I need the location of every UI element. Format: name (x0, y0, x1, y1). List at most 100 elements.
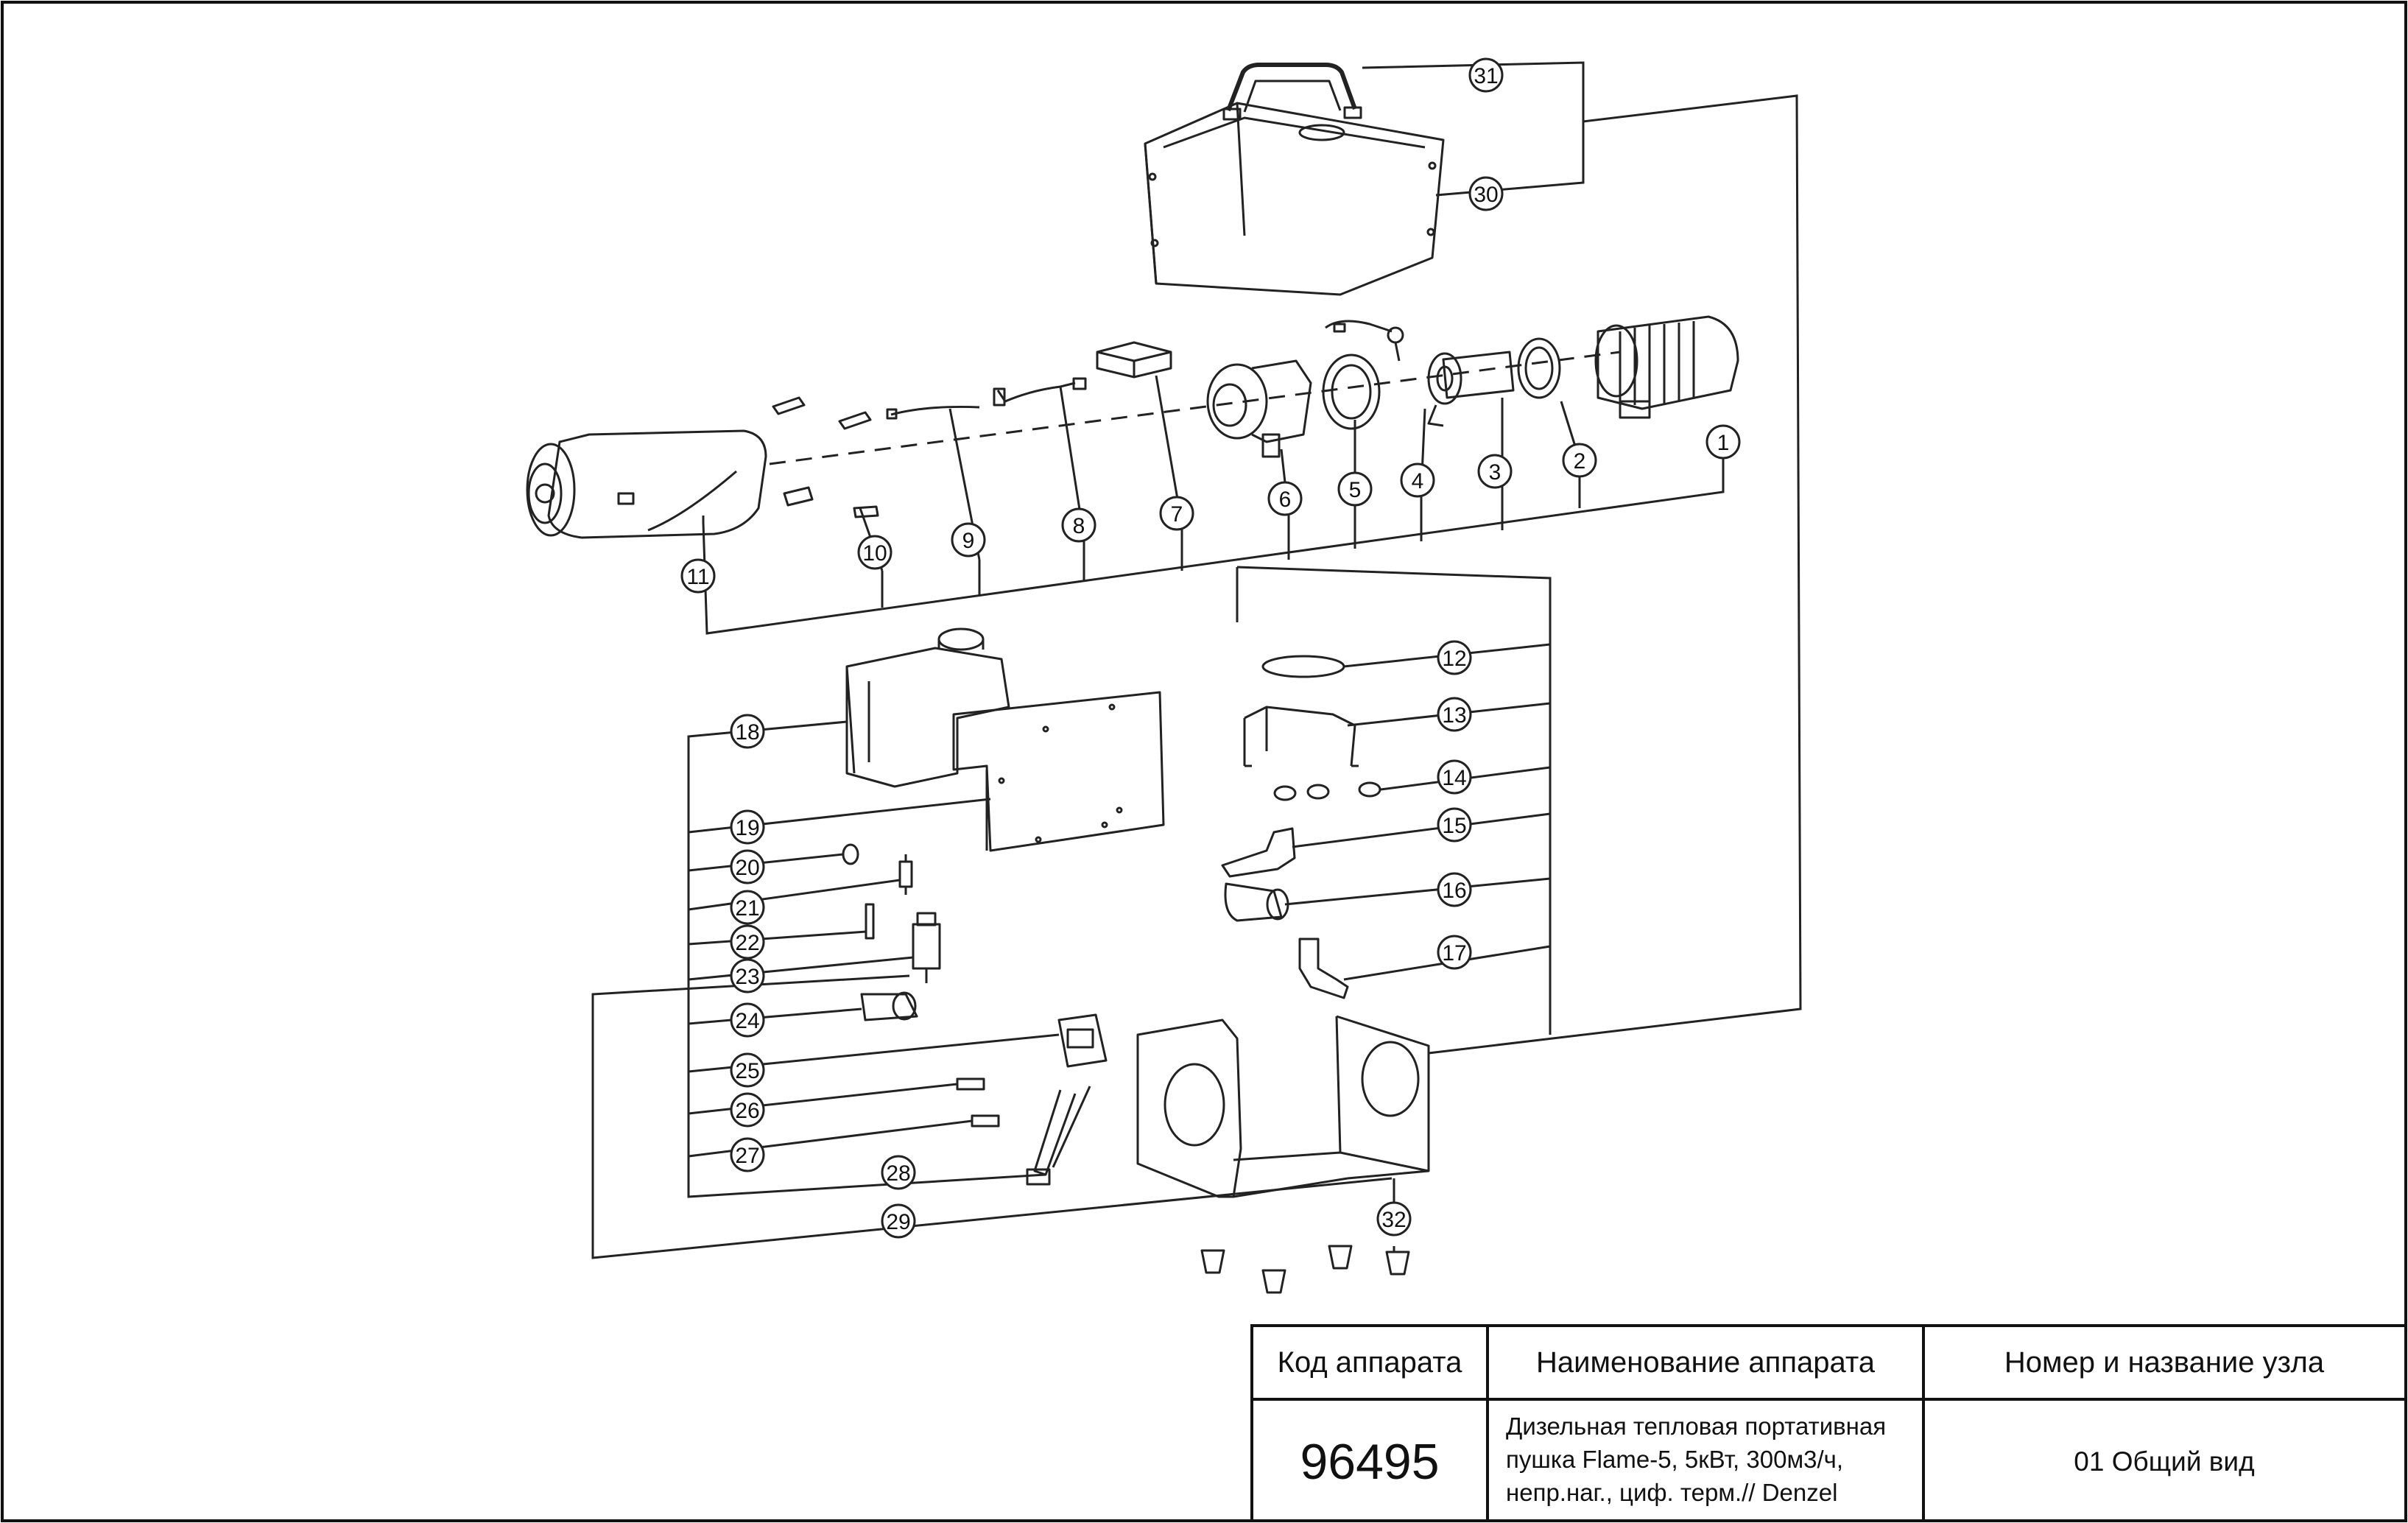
mount-bracket-part (1243, 706, 1359, 767)
muffler-part (1224, 882, 1289, 922)
svg-text:32: 32 (1381, 1208, 1406, 1232)
callout-4: 4 (1400, 462, 1435, 498)
power-cable-part (1026, 1086, 1091, 1186)
callout-24: 24 (730, 1002, 765, 1038)
svg-text:24: 24 (735, 1009, 759, 1033)
title-block: Код аппарата Наименование аппарата Номер… (1250, 1324, 2407, 1522)
svg-text:23: 23 (735, 965, 759, 989)
fuel-pump-part (912, 912, 941, 983)
callout-32: 32 (1376, 1201, 1412, 1237)
device-name-line-1: Дизельная тепловая портативная (1506, 1413, 1886, 1440)
svg-text:9: 9 (962, 529, 975, 553)
control-panel-part (1057, 1013, 1108, 1068)
handle-part (1222, 63, 1362, 121)
header-name-label: Наименование аппарата (1536, 1346, 1876, 1379)
callout-17: 17 (1437, 935, 1472, 970)
housing-cover-part (1144, 102, 1445, 296)
svg-text:1: 1 (1717, 431, 1730, 455)
callout-labels: 1 2 3 4 5 6 7 8 9 10 11 12 13 14 15 16 1… (680, 57, 1741, 1239)
callout-5: 5 (1337, 471, 1373, 507)
callout-18: 18 (730, 714, 765, 749)
svg-text:6: 6 (1279, 488, 1292, 512)
svg-text:11: 11 (686, 565, 709, 589)
svg-text:25: 25 (735, 1059, 759, 1083)
fuel-filter-part (898, 854, 913, 895)
svg-text:29: 29 (886, 1210, 910, 1234)
blower-part (1206, 359, 1312, 458)
assembly-axis-line (769, 351, 1621, 465)
svg-text:21: 21 (735, 896, 759, 921)
glow-plug-part (1325, 320, 1404, 362)
burner-tube-part (1427, 351, 1515, 427)
flex-pipe-part (1298, 938, 1349, 999)
callout-31: 31 (1468, 57, 1504, 93)
callout-28: 28 (881, 1155, 916, 1190)
motor-part (1594, 315, 1739, 419)
svg-text:8: 8 (1073, 514, 1085, 538)
fuel-tank-part (845, 627, 1010, 788)
heater-body-part (526, 429, 767, 539)
rod-part (865, 903, 875, 940)
svg-text:2: 2 (1574, 449, 1586, 474)
sensor-parts (956, 1077, 1000, 1128)
callout-10: 10 (857, 535, 893, 570)
svg-text:14: 14 (1442, 766, 1466, 790)
svg-text:16: 16 (1442, 879, 1466, 903)
svg-text:20: 20 (735, 856, 759, 880)
callout-9: 9 (951, 522, 986, 558)
callout-7: 7 (1159, 496, 1194, 531)
callout-12: 12 (1437, 640, 1472, 675)
svg-text:13: 13 (1442, 703, 1466, 728)
header-unit-label: Номер и название узла (2004, 1346, 2325, 1379)
device-name-line-3: непр.наг., циф. терм.// Denzel (1506, 1479, 1837, 1506)
svg-text:31: 31 (1474, 64, 1498, 88)
callout-23: 23 (730, 958, 765, 993)
rubber-feet-parts (1200, 1245, 1410, 1294)
unit-name: 01 Общий вид (2074, 1446, 2254, 1477)
svg-text:22: 22 (735, 931, 759, 955)
callout-26: 26 (730, 1092, 765, 1128)
header-code-label: Код аппарата (1278, 1346, 1462, 1379)
parts-artwork (526, 63, 1739, 1294)
svg-text:4: 4 (1412, 469, 1424, 493)
svg-text:28: 28 (886, 1161, 910, 1186)
wire-harness-part (993, 377, 1087, 407)
callout-29: 29 (881, 1203, 916, 1239)
clamp-parts (1273, 781, 1381, 801)
callout-21: 21 (730, 890, 765, 925)
callout-8: 8 (1061, 507, 1096, 543)
flange-gasket-part (1322, 354, 1381, 430)
ring-part (1261, 655, 1345, 678)
callout-25: 25 (730, 1052, 765, 1088)
callout-20: 20 (730, 849, 765, 884)
callout-3: 3 (1477, 454, 1513, 489)
callout-2: 2 (1562, 443, 1597, 478)
svg-text:10: 10 (862, 541, 887, 566)
svg-text:3: 3 (1489, 460, 1502, 485)
svg-text:26: 26 (735, 1099, 759, 1123)
callout-27: 27 (730, 1137, 765, 1172)
nut-part (842, 843, 859, 865)
callout-14: 14 (1437, 759, 1472, 795)
frame-part (1136, 1015, 1430, 1198)
callout-15: 15 (1437, 807, 1472, 843)
svg-text:30: 30 (1474, 183, 1498, 207)
elbow-pipe-part (1221, 827, 1296, 878)
svg-text:15: 15 (1442, 814, 1466, 838)
device-name-line-2: пушка Flame-5, 5кВт, 300м3/ч, (1506, 1446, 1843, 1473)
callout-1: 1 (1705, 424, 1741, 460)
callout-22: 22 (730, 924, 765, 960)
svg-text:7: 7 (1171, 502, 1183, 527)
clip-parts (772, 396, 879, 518)
svg-text:19: 19 (735, 816, 759, 840)
svg-text:18: 18 (735, 720, 759, 745)
gasket-part (1517, 337, 1561, 399)
svg-text:17: 17 (1442, 941, 1466, 965)
device-code: 96495 (1300, 1434, 1439, 1490)
pump-bracket-part (860, 991, 918, 1021)
control-unit-part (1096, 341, 1172, 379)
callout-6: 6 (1267, 481, 1303, 516)
leader-lines (591, 61, 1802, 1259)
callout-11: 11 (680, 558, 716, 594)
